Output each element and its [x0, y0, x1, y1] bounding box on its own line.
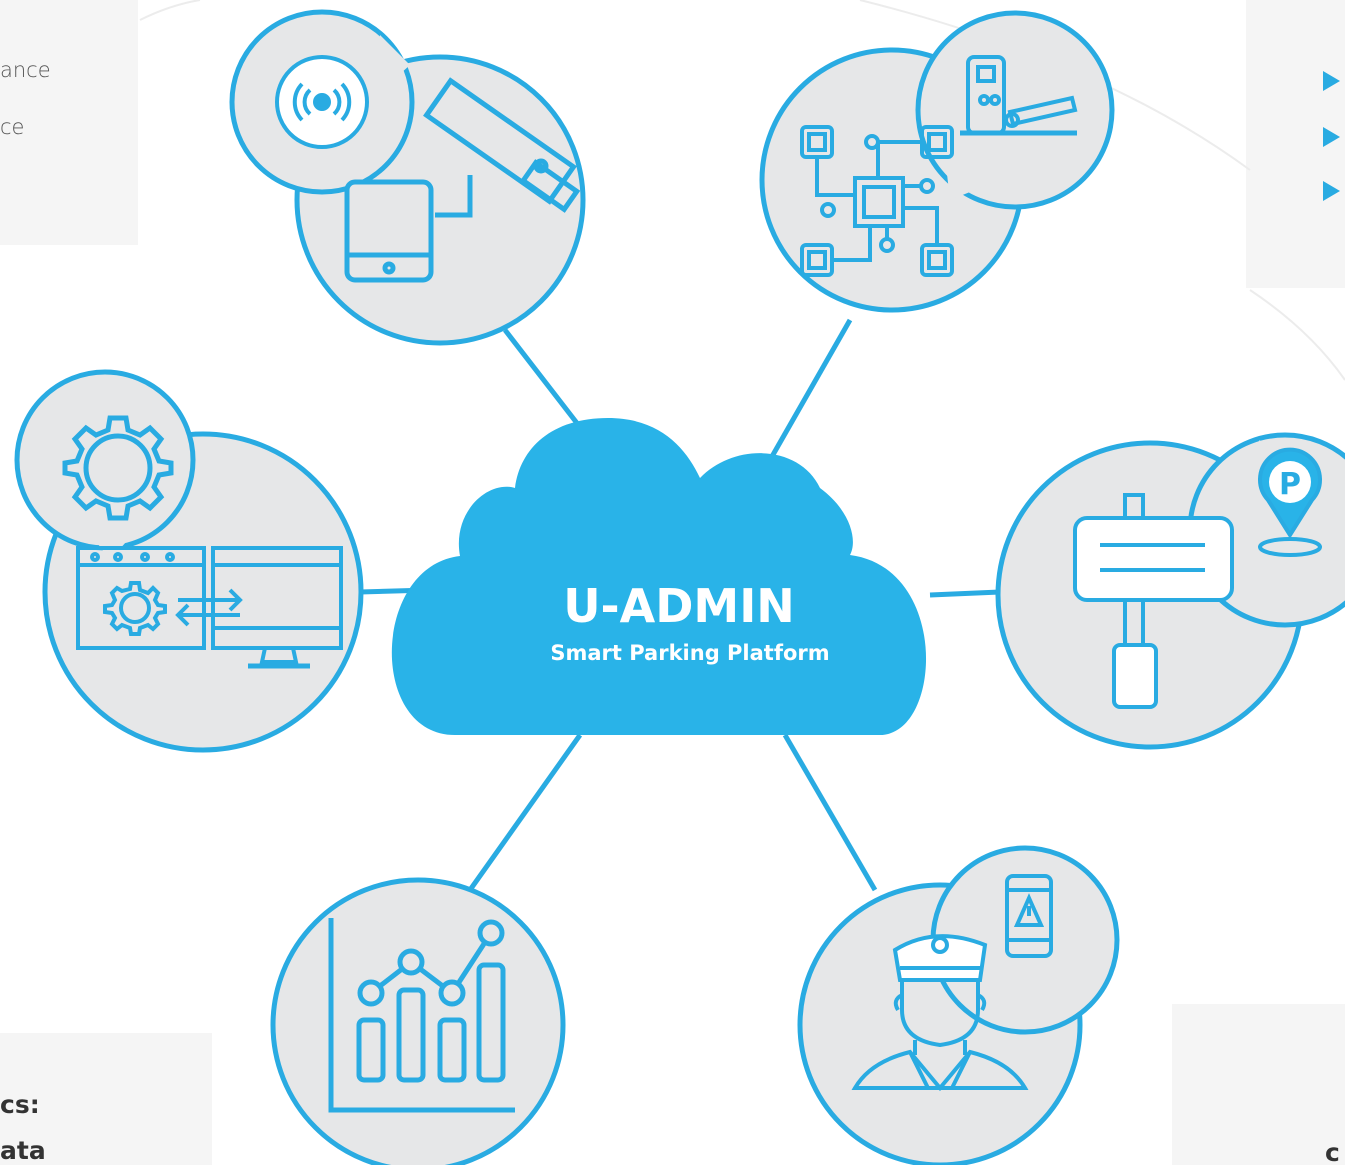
parking-guidance-node: P	[995, 432, 1345, 750]
gear-icon	[62, 415, 174, 521]
panel-heading-line: cs:	[0, 1090, 40, 1119]
panel-text-line: ance	[0, 58, 51, 82]
analytics-node	[270, 877, 566, 1165]
bullet-arrow-icon	[1323, 181, 1340, 201]
surveillance-node	[229, 9, 586, 346]
tablet-icon	[344, 179, 434, 283]
feature-panel-bottom-right	[1172, 1004, 1345, 1165]
feature-panel-bottom-left	[0, 1033, 212, 1165]
feature-panel-top-left	[0, 0, 138, 245]
enforcement-node	[797, 845, 1120, 1165]
bullet-arrow-icon	[1323, 71, 1340, 91]
panel-text-line: ce	[0, 115, 25, 139]
chart-icon	[328, 918, 515, 1113]
bullet-arrow-icon	[1323, 127, 1340, 147]
circuit-icon	[800, 125, 954, 277]
platform-title: U-ADMIN	[563, 579, 795, 633]
parking-pin-icon: P	[1258, 447, 1322, 557]
cloud-icon: U-ADMIN Smart Parking Platform	[391, 418, 927, 735]
integration-node	[14, 369, 364, 753]
monitor-icon	[211, 546, 343, 669]
camera-icon	[423, 77, 581, 218]
sensor-icon	[275, 55, 369, 149]
panel-heading-line: ata	[0, 1136, 46, 1165]
panel-heading-line: c	[1325, 1138, 1340, 1167]
phone-alert-icon	[1005, 874, 1053, 958]
barrier-gate-icon	[960, 55, 1078, 136]
window-sync-icon	[76, 546, 243, 650]
platform-subtitle: Smart Parking Platform	[550, 641, 829, 665]
signpost-icon	[1073, 493, 1234, 709]
police-officer-icon	[851, 934, 1029, 1092]
barrier-control-node	[759, 10, 1115, 313]
svg-text:P: P	[1279, 467, 1301, 502]
